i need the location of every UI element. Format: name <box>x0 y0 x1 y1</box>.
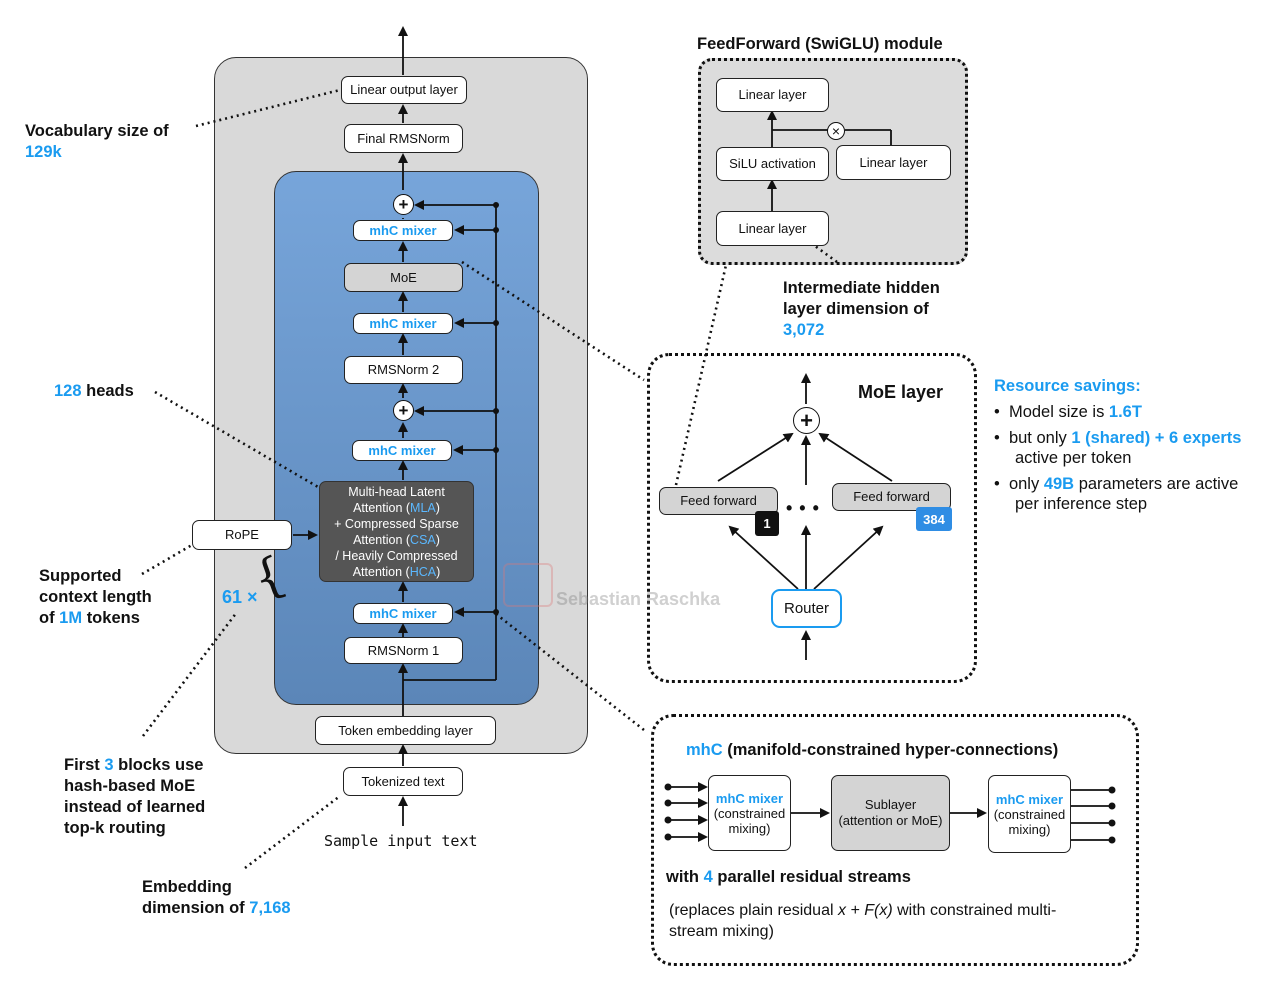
feed-forward-expert-1: Feed forward <box>659 487 778 515</box>
vocab-annotation: Vocabulary size of 129k <box>25 122 169 161</box>
resource-savings: Resource savings: • Model size is 1.6T •… <box>994 376 1241 514</box>
first-blocks-annotation: First 3 blocks use hash-based MoE instea… <box>64 756 206 837</box>
moe-add-circle: + <box>793 407 820 434</box>
final-rmsnorm: Final RMSNorm <box>344 124 463 153</box>
csa-label: CSA <box>410 532 436 547</box>
heads-value: 128 <box>54 382 82 400</box>
intermediate-value: 3,072 <box>783 320 825 339</box>
savings-bullet-3: • only 49B parameters are active <box>994 475 1239 493</box>
attention-line5: / Heavily Compressed <box>335 548 458 563</box>
watermark-logo <box>503 563 553 607</box>
mla-label: MLA <box>410 500 436 515</box>
savings-bullet-3-cont: per inference step <box>1015 495 1148 513</box>
heads-annotation: 128 heads <box>54 382 134 400</box>
savings-bullet-2-cont: active per token <box>1015 449 1132 467</box>
mhc-panel <box>651 714 1139 966</box>
vocab-value: 129k <box>25 142 62 161</box>
intermediate-annotation: Intermediate hidden layer dimension of 3… <box>783 279 940 339</box>
attention-line6: Attention (HCA) <box>352 564 441 579</box>
moe-layer-title: MoE layer <box>858 382 944 402</box>
rope-box: RoPE <box>192 520 292 550</box>
sublayer-box: Sublayer (attention or MoE) <box>831 775 950 851</box>
savings-bullet-1: • Model size is 1.6T <box>994 403 1142 421</box>
add-circle-top: + <box>393 194 414 215</box>
mhc-mixer-top: mhC mixer <box>353 220 453 241</box>
mhc-panel-title: mhC (manifold-constrained hyper-connecti… <box>686 741 1059 759</box>
hca-label: HCA <box>409 564 437 579</box>
multiply-icon: × <box>827 122 845 140</box>
ff-silu-activation: SiLU activation <box>716 147 829 181</box>
embedding-annotation: Embedding dimension of 7,168 <box>142 878 291 917</box>
sample-input-text: Sample input text <box>324 832 478 850</box>
rmsnorm-2: RMSNorm 2 <box>344 356 463 384</box>
watermark-text: Sebastian Raschka <box>556 589 721 609</box>
moe-layer-panel <box>647 353 977 683</box>
context-value: 1M <box>59 608 83 627</box>
resource-savings-title: Resource savings: <box>994 377 1141 395</box>
mhc-note: (replaces plain residual x + F(x) with c… <box>669 902 1057 940</box>
router-box: Router <box>771 589 842 628</box>
attention-line3: + Compressed Sparse <box>334 516 459 531</box>
linear-output-layer: Linear output layer <box>341 76 467 104</box>
mhc-mixer-bottom: mhC mixer <box>353 603 453 624</box>
ff-linear-top: Linear layer <box>716 78 829 112</box>
feedforward-title: FeedForward (SwiGLU) module <box>697 35 943 53</box>
token-embedding-layer: Token embedding layer <box>315 716 496 745</box>
add-circle-middle: + <box>393 400 414 421</box>
feed-forward-expert-384: Feed forward <box>832 483 951 511</box>
tokenized-text: Tokenized text <box>343 767 463 796</box>
ff-linear-right: Linear layer <box>836 145 951 180</box>
attention-block: Multi-head Latent Attention (MLA) + Comp… <box>319 481 474 582</box>
attention-line1: Multi-head Latent <box>348 484 445 499</box>
rmsnorm-1: RMSNorm 1 <box>344 637 463 664</box>
embedding-value: 7,168 <box>249 898 291 917</box>
mhc-mixer-second: mhC mixer <box>353 313 453 334</box>
attention-line4: Attention (CSA) <box>353 532 440 547</box>
first-blocks-value: 3 <box>104 756 114 774</box>
mhc-mixer-third: mhC mixer <box>352 440 452 461</box>
savings-bullet-2: • but only 1 (shared) + 6 experts <box>994 429 1242 447</box>
streams-caption: with 4 parallel residual streams <box>666 868 911 886</box>
context-annotation: Supported context length of 1M tokens <box>39 567 152 627</box>
attention-line2: Attention (MLA) <box>353 500 440 515</box>
moe-block: MoE <box>344 263 463 292</box>
ff-linear-bottom: Linear layer <box>716 211 829 246</box>
expert-1-badge: 1 <box>755 511 779 536</box>
mhc-mixer-left: mhC mixer (constrained mixing) <box>708 775 791 851</box>
block-count: 61 × <box>222 587 258 607</box>
expert-384-badge: 384 <box>916 507 952 531</box>
mhc-mixer-right: mhC mixer (constrained mixing) <box>988 775 1071 853</box>
expert-dots: • • • <box>786 498 820 518</box>
